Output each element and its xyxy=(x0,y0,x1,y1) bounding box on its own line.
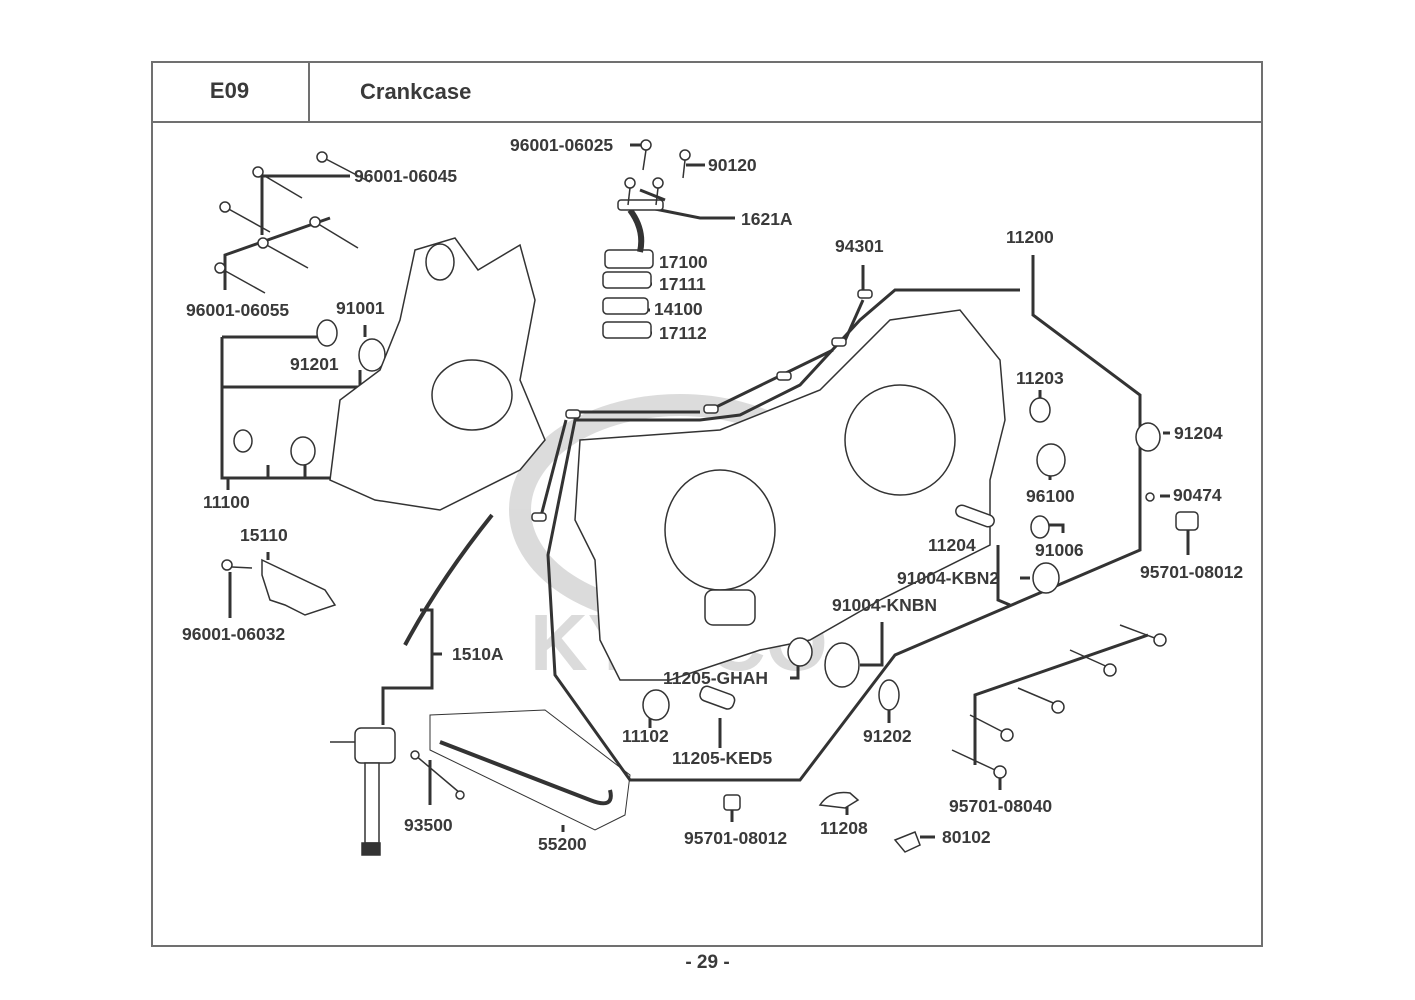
seal-icon xyxy=(316,319,338,347)
part-label: 17100 xyxy=(659,252,708,272)
diagram-frame xyxy=(151,61,1263,947)
part-label: 94301 xyxy=(835,236,884,256)
part-label: 91202 xyxy=(863,726,912,746)
part-label: 15110 xyxy=(240,525,288,545)
bolt-icon xyxy=(214,151,371,294)
part-label: 80102 xyxy=(942,827,991,847)
part-label: 1621A xyxy=(741,209,793,229)
leader-lines xyxy=(220,143,1190,839)
part-label: 11200 xyxy=(1006,227,1054,247)
bushing-icon xyxy=(233,429,253,453)
part-label: 11102 xyxy=(622,726,669,746)
part-label: 55200 xyxy=(538,834,587,854)
left-crankcase-half xyxy=(329,237,546,511)
part-label: 91004-KBN2 xyxy=(897,568,1000,588)
part-label: 14100 xyxy=(654,299,703,319)
bracket-15110 xyxy=(261,558,337,616)
oil-pump xyxy=(354,727,396,764)
part-label: 1510A xyxy=(452,644,504,664)
part-label: 91204 xyxy=(1174,423,1223,443)
part-label: 90120 xyxy=(708,155,757,175)
part-label: 93500 xyxy=(404,815,453,835)
part-label: 11205-GHAH xyxy=(663,668,769,688)
part-label: 11204 xyxy=(928,535,976,555)
part-label: 95701-08012 xyxy=(684,828,788,848)
part-label: 17112 xyxy=(659,323,707,343)
part-label: 11208 xyxy=(820,818,868,838)
part-label: 96100 xyxy=(1026,486,1075,506)
part-label: 91201 xyxy=(290,354,339,374)
part-label: 95701-08012 xyxy=(1140,562,1244,582)
part-label: 11203 xyxy=(1016,368,1064,388)
part-label: 11205-KED5 xyxy=(672,748,773,768)
part-label: 96001-06025 xyxy=(510,135,614,155)
bearing-icon xyxy=(290,436,316,466)
bearing-icon xyxy=(358,338,386,372)
part-label: 96001-06055 xyxy=(186,300,290,320)
part-label: 91001 xyxy=(336,298,385,318)
header-divider xyxy=(310,121,1263,123)
part-label: 91004-KNBN xyxy=(832,595,938,615)
reed-valve-block xyxy=(604,249,654,269)
part-label: 17111 xyxy=(659,274,706,294)
page-number: - 29 - xyxy=(685,952,730,973)
section-title: Crankcase xyxy=(360,79,472,104)
section-code: E09 xyxy=(151,61,310,123)
part-label: 11100 xyxy=(203,492,250,512)
right-crankcase-half xyxy=(574,309,1006,681)
part-label: 90474 xyxy=(1173,485,1222,505)
part-label: 91006 xyxy=(1035,540,1084,560)
part-drawings xyxy=(214,139,1199,856)
part-label: 95701-08040 xyxy=(949,796,1053,816)
part-label: 96001-06032 xyxy=(182,624,286,644)
part-label: 96001-06045 xyxy=(354,166,458,186)
